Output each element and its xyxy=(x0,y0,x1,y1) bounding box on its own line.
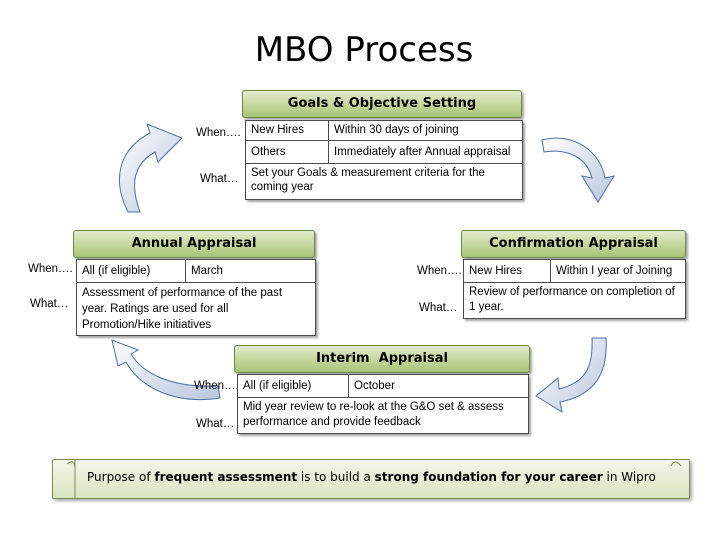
confirmation-when-label: When…. xyxy=(417,265,462,277)
table-row: Review of performance on completion of 1… xyxy=(463,282,686,319)
interim-when-label: When…. xyxy=(194,380,239,392)
goals-table: New Hires Within 30 days of joining Othe… xyxy=(245,120,523,200)
interim-what-label: What… xyxy=(196,418,235,430)
confirmation-what-label: What… xyxy=(419,302,458,314)
table-row: Set your Goals & measurement criteria fo… xyxy=(245,163,523,200)
interim-who-cell: All (if eligible) xyxy=(237,374,349,398)
table-row: Assessment of performance of the past ye… xyxy=(76,282,316,336)
annual-when-cell: March xyxy=(185,259,316,283)
curved-arrow-icon xyxy=(111,339,221,401)
goals-when-label: When…. xyxy=(196,127,241,139)
purpose-bold-assessment: frequent assessment xyxy=(154,470,298,484)
annual-when-label: When…. xyxy=(28,263,73,275)
page-title: MBO Process xyxy=(254,30,474,70)
annual-who-cell: All (if eligible) xyxy=(76,259,186,283)
goals-objective-box: Goals & Objective Setting xyxy=(242,90,522,118)
purpose-middle: is to build a xyxy=(297,470,375,484)
curved-arrow-icon xyxy=(541,137,616,203)
interim-appraisal-box: Interim Appraisal xyxy=(234,345,530,373)
annual-what-label: What… xyxy=(30,298,69,310)
purpose-banner: Purpose of frequent assessment is to bui… xyxy=(52,459,690,499)
annual-appraisal-box: Annual Appraisal xyxy=(73,230,315,258)
confirmation-who-cell: New Hires xyxy=(463,259,551,283)
table-row: Mid year review to re-look at the G&O se… xyxy=(237,397,529,434)
interim-what-cell: Mid year review to re-look at the G&O se… xyxy=(237,397,529,434)
table-row: Others Immediately after Annual appraisa… xyxy=(245,140,523,164)
goals-who-cell: Others xyxy=(245,140,329,164)
purpose-prefix: Purpose of xyxy=(87,470,155,484)
table-row: New Hires Within I year of Joining xyxy=(463,259,686,283)
curved-arrow-icon xyxy=(535,337,607,414)
interim-when-cell: October xyxy=(348,374,529,398)
goals-header: Goals & Objective Setting xyxy=(242,90,522,118)
goals-when-cell: Within 30 days of joining xyxy=(328,120,523,141)
scroll-banner-icon xyxy=(66,460,682,498)
goals-what-label: What… xyxy=(200,173,239,185)
table-row: All (if eligible) October xyxy=(237,374,529,398)
table-row: All (if eligible) March xyxy=(76,259,316,283)
purpose-bold-foundation: strong foundation for your career xyxy=(374,470,603,484)
confirmation-when-cell: Within I year of Joining xyxy=(550,259,686,283)
confirmation-header: Confirmation Appraisal xyxy=(461,230,686,258)
purpose-text: Purpose of frequent assessment is to bui… xyxy=(87,470,656,484)
goals-when-cell: Immediately after Annual appraisal xyxy=(328,140,523,164)
interim-header: Interim Appraisal xyxy=(234,345,530,373)
annual-what-cell: Assessment of performance of the past ye… xyxy=(76,282,316,336)
goals-who-cell: New Hires xyxy=(245,120,329,141)
annual-table: All (if eligible) March Assessment of pe… xyxy=(76,259,316,336)
interim-table: All (if eligible) October Mid year revie… xyxy=(237,374,529,434)
purpose-suffix: in Wipro xyxy=(602,470,656,484)
goals-what-cell: Set your Goals & measurement criteria fo… xyxy=(245,163,523,200)
curved-arrow-icon xyxy=(118,123,183,213)
confirmation-table: New Hires Within I year of Joining Revie… xyxy=(463,259,686,319)
confirmation-what-cell: Review of performance on completion of 1… xyxy=(463,282,686,319)
table-row: New Hires Within 30 days of joining xyxy=(245,120,523,141)
confirmation-appraisal-box: Confirmation Appraisal xyxy=(461,230,686,258)
annual-header: Annual Appraisal xyxy=(73,230,315,258)
